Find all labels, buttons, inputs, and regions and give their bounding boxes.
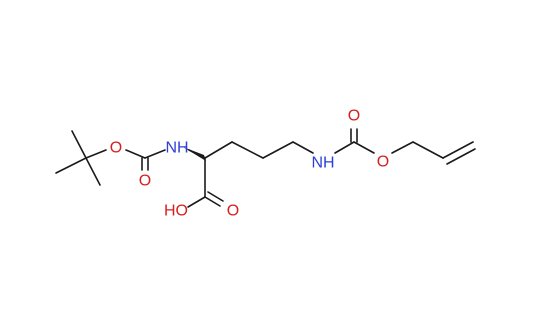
atom-o-alloc-ester: O	[377, 154, 389, 171]
atom-o-alloc-carbonyl: O	[348, 108, 360, 125]
bond-tbu-methyl-left	[55, 157, 87, 174]
atom-oh-acid: HO	[164, 203, 188, 220]
bond-acid-oh	[187, 196, 206, 208]
stereo-wedge	[183, 147, 206, 161]
bond-ester-o-allyl	[391, 141, 414, 154]
bond-allyl-double-2	[446, 148, 476, 165]
bond-boc-carbonyl-nh	[144, 149, 166, 159]
atom-nh-right: NH	[311, 155, 334, 172]
bond-chain-1	[204, 141, 233, 159]
atom-o-boc-ester: O	[110, 140, 122, 157]
bond-chain-2	[231, 141, 264, 159]
bond-nh-alloc-carbonyl	[334, 141, 355, 154]
bond-allyl-ch2	[412, 141, 444, 159]
bond-alloc-carbonyl-ester	[353, 141, 375, 154]
bond-tbu-ester-o	[85, 149, 107, 159]
atom-o-boc-carbonyl: O	[139, 173, 151, 190]
bond-allyl-double-1	[442, 141, 474, 159]
bond-chain-3	[262, 141, 294, 159]
bond-tbu-methyl-top	[71, 130, 87, 159]
bond-chain-nh	[292, 141, 314, 154]
bond-acid-carbonyl-double-2	[207, 191, 224, 202]
atom-o-acid-carbonyl: O	[227, 203, 239, 220]
bond-acid-carbonyl-double-1	[204, 196, 221, 207]
bond-ester-o-carbonyl	[125, 149, 146, 159]
atom-nh-left: NH	[165, 140, 188, 157]
bond-tbu-methyl-bottom	[85, 157, 101, 186]
